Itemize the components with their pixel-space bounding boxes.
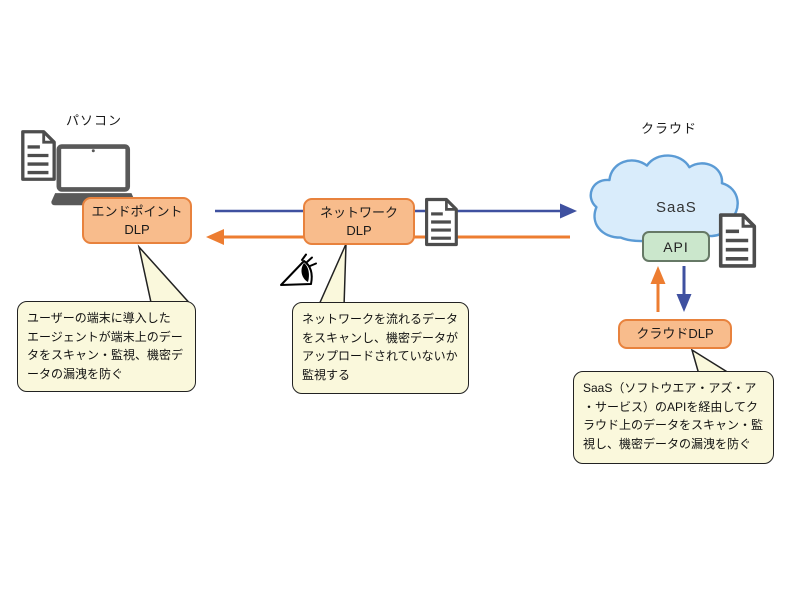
document-icon: [423, 197, 459, 247]
arrow-down-blue: [676, 266, 692, 312]
arrow-up-orange: [650, 266, 666, 312]
laptop-icon: [43, 141, 138, 208]
endpoint-dlp-note: ユーザーの端末に導入した エージェントが端末上のデー タをスキャン・監視、機密デ…: [17, 301, 196, 392]
api-box: API: [642, 231, 710, 262]
cloud-dlp-note: SaaS（ソフトウエア・アズ・ア ・サービス）のAPIを経由してク ラウド上のデ…: [573, 371, 774, 464]
eye-icon: [279, 253, 319, 289]
note-tail-endpoint: [137, 244, 195, 308]
note-tail-network: [316, 243, 347, 308]
network-dlp-box: ネットワーク DLP: [303, 198, 415, 245]
cloud-dlp-box: クラウドDLP: [618, 319, 732, 349]
saas-label: SaaS: [656, 199, 697, 216]
document-icon: [716, 213, 758, 268]
endpoint-dlp-box: エンドポイント DLP: [82, 197, 192, 244]
network-dlp-note: ネットワークを流れるデータ をスキャンし、機密データが アップロードされていない…: [292, 302, 469, 394]
pc-area-label: パソコン: [66, 113, 123, 128]
cloud-area-label: クラウド: [641, 121, 698, 136]
document-icon: [19, 129, 57, 182]
